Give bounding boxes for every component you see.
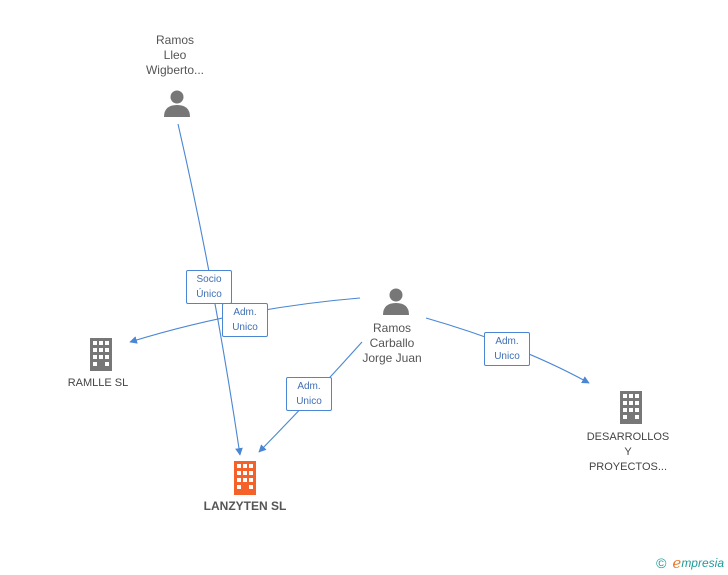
person-icon[interactable] xyxy=(162,88,192,118)
building-icon[interactable] xyxy=(231,460,259,495)
edge-tag-socio-unico[interactable]: Socio Único xyxy=(186,270,232,304)
person-ramos-carballo-label[interactable]: Ramos Carballo Jorge Juan xyxy=(362,321,422,365)
company-lanzyten-label[interactable]: LANZYTEN SL xyxy=(203,499,287,513)
brand-initial: e xyxy=(672,554,682,572)
edge-tag-adm-lanzyten[interactable]: Adm. Unico xyxy=(286,377,332,411)
company-ramlle-label[interactable]: RAMLLE SL xyxy=(67,377,129,389)
edge-tag-adm-ramlle[interactable]: Adm. Unico xyxy=(222,303,268,337)
building-icon[interactable] xyxy=(87,337,115,371)
building-icon[interactable] xyxy=(617,390,645,424)
edge-tag-adm-desarrollos[interactable]: Adm. Unico xyxy=(484,332,530,366)
person-ramos-lleo-label[interactable]: Ramos Lleo Wigberto... xyxy=(145,33,205,77)
company-desarrollos-label[interactable]: DESARROLLOS Y PROYECTOS... xyxy=(586,431,670,473)
person-icon[interactable] xyxy=(381,286,411,316)
copyright-symbol: © xyxy=(656,555,667,571)
brand-name: mpresia xyxy=(681,556,724,570)
